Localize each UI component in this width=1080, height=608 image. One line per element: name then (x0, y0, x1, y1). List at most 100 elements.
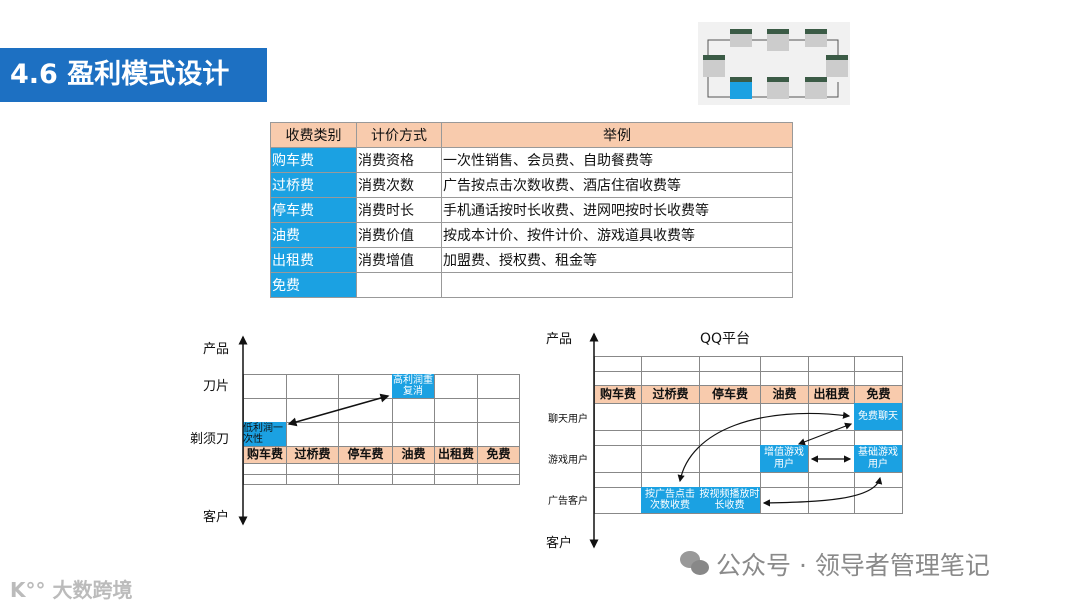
row-label: 游戏用户 (548, 455, 588, 466)
table-row: 油费消费价值按成本计价、按件计价、游戏道具收费等 (270, 222, 793, 248)
row-label: 剃须刀 (190, 432, 230, 447)
logo-icon: K°° (10, 578, 53, 602)
grid-cell (243, 474, 287, 485)
category-cell: 停车费 (270, 197, 357, 223)
pricing-cell (356, 272, 442, 298)
grid-cell (594, 487, 642, 514)
grid-cell (854, 487, 903, 514)
grid-cell (243, 398, 287, 423)
table-row: 停车费消费时长手机通话按时长收费、进网吧按时长收费等 (270, 197, 793, 223)
row-label: 广告客户 (548, 496, 588, 507)
grid-cell (594, 430, 642, 446)
column-header: 油费 (392, 446, 435, 464)
example-cell (441, 272, 793, 298)
grid-cell (641, 371, 700, 386)
pricing-cell: 消费资格 (356, 147, 442, 173)
fee-table: 收费类别 计价方式 举例 购车费消费资格一次性销售、会员费、自助餐费等过桥费消费… (270, 122, 793, 298)
grid-cell (760, 487, 809, 514)
grid-cell (286, 398, 339, 423)
grid-cell (338, 474, 393, 485)
grid-cell (434, 474, 478, 485)
grid-cell (854, 371, 903, 386)
grid-cell (286, 474, 339, 485)
grid-cell (434, 422, 478, 447)
pricing-cell: 消费增值 (356, 247, 442, 273)
header-cell: 计价方式 (356, 122, 442, 148)
column-header: 停车费 (338, 446, 393, 464)
grid-cell (392, 398, 435, 423)
logo-text: 大数跨境 (52, 578, 133, 602)
axis-top-label: 产品 (203, 342, 230, 357)
grid-cell (808, 371, 855, 386)
row-label: 刀片 (203, 379, 230, 394)
example-cell: 广告按点击次数收费、酒店住宿收费等 (441, 172, 793, 198)
example-cell: 一次性销售、会员费、自助餐费等 (441, 147, 793, 173)
grid-cell (594, 445, 642, 473)
grid-cell (477, 422, 520, 447)
grid-cell (477, 398, 520, 423)
grid-cell (808, 487, 855, 514)
category-cell: 油费 (270, 222, 357, 248)
grid-cell (641, 472, 700, 488)
high-profit-cell: 高利润重复消 (392, 374, 434, 398)
column-header: 购车费 (243, 446, 287, 464)
basic-game-cell: 基础游戏用户 (854, 445, 902, 472)
chart-title: QQ平台 (700, 331, 751, 347)
table-row: 购车费消费资格一次性销售、会员费、自助餐费等 (270, 147, 793, 173)
grid-cell (641, 356, 700, 372)
example-cell: 加盟费、授权费、租金等 (441, 247, 793, 273)
slide-title: 4.6 盈利模式设计 (0, 48, 267, 102)
grid-cell (699, 472, 761, 488)
grid-cell (760, 371, 809, 386)
low-profit-cell: 低利润一次性 (243, 422, 286, 446)
ad-click-cell: 按广告点击次数收费 (641, 487, 699, 513)
example-cell: 手机通话按时长收费、进网吧按时长收费等 (441, 197, 793, 223)
column-header: 出租费 (434, 446, 478, 464)
column-header: 免费 (854, 385, 903, 404)
grid-cell (808, 356, 855, 372)
category-cell: 出租费 (270, 247, 357, 273)
column-header: 过桥费 (286, 446, 339, 464)
vas-game-cell: 增值游戏用户 (760, 445, 808, 472)
pricing-cell: 消费次数 (356, 172, 442, 198)
watermark-text: 公众号 · 领导者管理笔记 (716, 551, 990, 580)
grid-cell (434, 398, 478, 423)
grid-cell (808, 430, 855, 446)
grid-cell (641, 403, 700, 431)
axis-top-label: 产品 (546, 332, 573, 347)
grid-cell (699, 356, 761, 372)
grid-cell (808, 403, 855, 431)
process-thumbnail (698, 22, 850, 105)
video-time-cell: 按视频播放时长收费 (699, 487, 760, 513)
header-cell: 收费类别 (270, 122, 357, 148)
grid-cell (434, 374, 478, 399)
grid-cell (641, 430, 700, 446)
grid-cell (338, 422, 393, 447)
grid-cell (808, 472, 855, 488)
grid-cell (243, 374, 287, 399)
free-chat-cell: 免费聊天 (854, 403, 902, 430)
column-header: 停车费 (699, 385, 761, 404)
header-cell: 举例 (441, 122, 793, 148)
column-header: 购车费 (594, 385, 642, 404)
grid-cell (760, 430, 809, 446)
column-header: 免费 (477, 446, 520, 464)
grid-cell (699, 371, 761, 386)
grid-cell (286, 374, 339, 399)
grid-cell (594, 356, 642, 372)
example-cell: 按成本计价、按件计价、游戏道具收费等 (441, 222, 793, 248)
grid-cell (392, 474, 435, 485)
grid-cell (477, 474, 520, 485)
grid-cell (808, 445, 855, 473)
category-cell: 过桥费 (270, 172, 357, 198)
grid-cell (594, 472, 642, 488)
grid-cell (760, 356, 809, 372)
grid-cell (338, 374, 393, 399)
grid-cell (699, 430, 761, 446)
logo: K°° 大数跨境 (10, 574, 132, 603)
row-label: 聊天用户 (548, 414, 588, 425)
wechat-watermark: 公众号 · 领导者管理笔记 (680, 546, 990, 582)
grid-cell (641, 445, 700, 473)
table-row: 过桥费消费次数广告按点击次数收费、酒店住宿收费等 (270, 172, 793, 198)
pricing-cell: 消费价值 (356, 222, 442, 248)
